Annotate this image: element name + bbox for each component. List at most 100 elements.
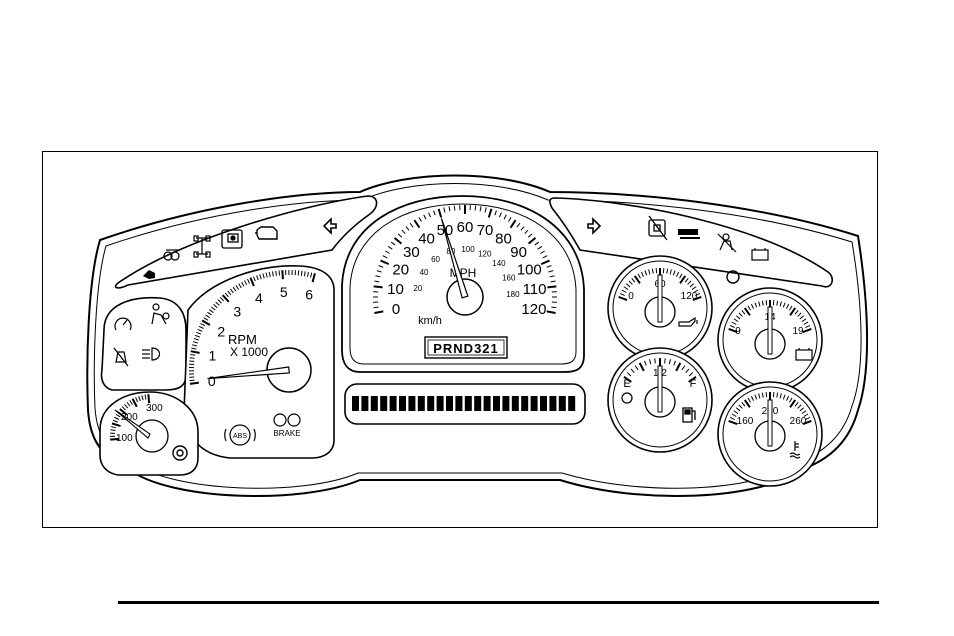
- speedometer-tick: [479, 206, 482, 212]
- coolant-temp-tick: [789, 397, 793, 403]
- page-bottom-rule: [118, 601, 879, 604]
- cruise-icon: [114, 317, 132, 331]
- fuel-gauge-tick: [644, 360, 647, 366]
- tachometer-tick: [207, 311, 212, 316]
- charging-icon: [751, 248, 769, 261]
- tachometer-tick: [215, 301, 220, 306]
- check-engine-icon: [255, 226, 278, 240]
- tachometer-tick: [262, 273, 265, 279]
- trailer-icon: [678, 229, 700, 239]
- odometer-segment: [464, 396, 472, 411]
- prndl-inner-box: [427, 339, 505, 356]
- fog-light-icon: [163, 249, 180, 261]
- coolant-temp-tick: [731, 413, 737, 417]
- oil-pressure-tick: [692, 296, 702, 301]
- tachometer-tick: [211, 306, 216, 311]
- trans-temp-label-high: 300: [146, 403, 163, 414]
- coolant-thermometer-icon: [789, 441, 801, 459]
- oil-pressure-label-low: 0: [628, 291, 634, 302]
- coolant-temp-tick: [735, 407, 741, 412]
- coolant-temp-tick: [805, 416, 811, 420]
- speedometer-ticks: [373, 205, 557, 314]
- speedometer-tick: [418, 217, 422, 222]
- tachometer-tick: [268, 271, 271, 277]
- odometer-segment: [511, 396, 519, 411]
- oil-pressure-tick: [625, 283, 631, 288]
- oil-pressure-tick: [676, 271, 680, 277]
- coolant-label-high: 260: [790, 416, 807, 427]
- voltmeter-label-low: 9: [735, 326, 741, 337]
- oil-pressure-tick: [691, 286, 697, 291]
- coolant-temp-tick: [776, 392, 779, 398]
- oil-pressure-tick: [631, 277, 636, 283]
- speedometer-tick: [397, 233, 403, 238]
- speedometer-tick: [390, 241, 396, 246]
- fuel-low-lamp: [621, 392, 633, 404]
- tachometer-tick: [241, 281, 245, 287]
- speedometer-tick: [401, 229, 406, 235]
- fuel-gauge-tick: [664, 358, 666, 364]
- trans-temp-tick: [111, 422, 121, 428]
- fuel-gauge-tick: [688, 372, 694, 377]
- voltmeter-tick: [758, 301, 761, 307]
- fuel-gauge-needle: [657, 365, 663, 413]
- oil-pressure-tick: [689, 283, 695, 288]
- speedometer-mph-label: 100: [517, 261, 542, 278]
- speedometer-kmh-label: 100: [461, 245, 475, 254]
- coolant-temp-face: [722, 386, 818, 482]
- voltmeter-tick: [729, 324, 735, 328]
- trans-temp-tick: [110, 429, 116, 432]
- odometer-segment: [558, 396, 566, 411]
- tachometer-tick: [259, 274, 262, 280]
- battery-icon: [795, 348, 813, 361]
- oil-pressure-tick: [621, 289, 627, 293]
- tachometer-tick: [230, 288, 234, 294]
- voltmeter-tick: [735, 315, 741, 320]
- odometer-segment: [521, 396, 529, 411]
- coolant-temp-ticks: [728, 392, 812, 425]
- coolant-temp-tick: [758, 393, 761, 399]
- tachometer-tick: [190, 353, 196, 356]
- security-icon: [648, 215, 668, 241]
- voltmeter-tick: [802, 328, 812, 333]
- voltmeter-tick: [799, 315, 805, 320]
- speedometer-tick: [540, 259, 550, 266]
- odometer-display: [352, 396, 576, 411]
- tachometer-tick: [201, 319, 211, 326]
- speedometer-tick: [443, 207, 446, 213]
- fuel-gauge-tick: [688, 375, 697, 383]
- fuel-gauge-tick: [681, 365, 686, 371]
- fuel-gauge-tick: [626, 372, 632, 377]
- coolant-temp-tick: [747, 397, 751, 403]
- right-turn-arrow-icon: [587, 217, 602, 235]
- abs-label: ABS: [233, 433, 247, 440]
- tachometer-needle: [207, 366, 290, 380]
- speedometer-mph-label: 10: [387, 281, 404, 298]
- speedometer-tick: [373, 306, 379, 309]
- odometer-segment: [389, 396, 397, 411]
- coolant-temp-tick: [803, 413, 809, 417]
- tachometer-label: 2: [217, 323, 225, 339]
- coolant-temp-tick: [799, 407, 805, 412]
- oil-pressure-tick: [672, 270, 676, 276]
- oil-pressure-tick: [640, 271, 644, 277]
- coolant-temp-tick: [741, 401, 746, 407]
- trans-temp-tick: [126, 401, 131, 407]
- trans-temp-label-low: 100: [116, 433, 133, 444]
- tachometer-tick: [191, 347, 197, 350]
- oil-pressure-tick: [666, 268, 669, 274]
- speedometer-tick: [374, 310, 384, 314]
- speedometer-kmh-label: 160: [502, 273, 516, 282]
- tachometer-tick: [310, 272, 313, 278]
- speedometer-mph-labels: 0102030405060708090100110120: [387, 219, 546, 318]
- speedometer-tick: [498, 212, 502, 218]
- oil-pressure-tick: [628, 280, 633, 285]
- abs-warning-icon: ABS: [224, 424, 256, 446]
- trans-temp-tick: [144, 394, 147, 400]
- tachometer-tick: [275, 270, 277, 276]
- oil-pressure-tick: [618, 296, 628, 301]
- trans-temp-tick: [138, 396, 141, 402]
- oil-pressure-tick: [693, 289, 699, 293]
- prndl-box: [424, 336, 508, 359]
